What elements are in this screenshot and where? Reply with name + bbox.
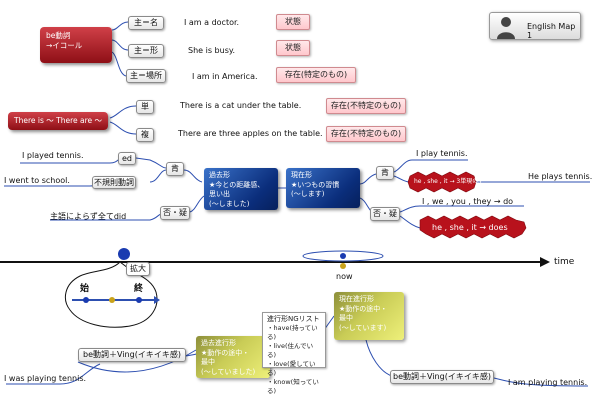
past-irregular-node[interactable]: 不規則動詞 xyxy=(92,176,136,189)
present-title: 現在形 xyxy=(291,171,312,179)
end-label: 終 xyxy=(134,284,144,294)
past-ed-node[interactable]: ed xyxy=(118,152,136,165)
present-example-2: He plays tennis. xyxy=(528,172,593,181)
ng-list-item: ・have(持っている) xyxy=(267,324,318,341)
ng-list-title: 進行形NGリスト xyxy=(267,315,320,323)
present-neg-node[interactable]: 否・疑 xyxy=(370,207,400,221)
be-sentence-2: She is busy. xyxy=(188,46,235,55)
past-tense-box[interactable]: 過去形 ★今との距離感、 思い出 (～しました) xyxy=(204,168,278,210)
zoom-label[interactable]: 拡大 xyxy=(126,262,150,276)
pres-prog-line-3: (～しています) xyxy=(339,323,387,332)
past-prog-line-3: (～していました) xyxy=(201,367,256,376)
pres-prog-formula[interactable]: be動詞＋Ving(イキイキ感) xyxy=(390,370,494,384)
ng-list-item: ・know(知っている) xyxy=(267,378,319,395)
be-tag-3: 存在(特定のもの) xyxy=(276,67,356,83)
time-label: time xyxy=(554,257,575,267)
there-is-box[interactable]: There is ～ There are ～ xyxy=(8,112,108,130)
present-does-line: he , she , it → does xyxy=(432,223,508,232)
pres-prog-line-2: 最中 xyxy=(339,314,353,322)
be-sentence-3: I am in America. xyxy=(192,72,258,81)
present-third-person: he , she , it → 3単現のs xyxy=(414,178,482,185)
there-is-label: There is ～ There are ～ xyxy=(14,116,103,125)
past-neg-node[interactable]: 否・疑 xyxy=(160,206,190,220)
present-line-2: (～します) xyxy=(291,190,325,198)
be-tag-2: 状態 xyxy=(276,40,310,56)
past-line-3: (～しました) xyxy=(209,199,250,208)
title-badge-label: English Map 1 xyxy=(527,22,576,40)
be-verb-box[interactable]: be動詞 →イコール xyxy=(40,27,112,63)
present-progressive-box[interactable]: 現在進行形 ★動作の途中・ 最中 (～しています) xyxy=(334,292,404,340)
present-do-line: I , we , you , they → do xyxy=(422,197,514,206)
be-verb-subtitle: →イコール xyxy=(46,41,83,50)
past-progressive-box[interactable]: 過去進行形 ★動作の途中・ 最中 (～していました) xyxy=(196,336,270,378)
pres-prog-line-1: ★動作の途中・ xyxy=(339,304,388,313)
past-prog-example: I was playing tennis. xyxy=(4,374,87,383)
there-tag-1: 存在(不特定のもの) xyxy=(326,98,406,114)
be-node-place[interactable]: 主＝場所 xyxy=(126,69,166,83)
present-affirm-node[interactable]: 肯 xyxy=(376,166,394,180)
past-prog-title: 過去進行形 xyxy=(201,339,236,347)
past-example-1: I played tennis. xyxy=(22,151,84,160)
title-badge: English Map 1 xyxy=(489,12,581,40)
there-sentence-2: There are three apples on the table. xyxy=(178,129,323,138)
present-tense-box[interactable]: 現在形 ★いつもの習慣 (～します) xyxy=(286,168,360,208)
pres-prog-example: I am playing tennis. xyxy=(508,378,588,387)
past-prog-line-1: ★動作の途中・ xyxy=(201,348,250,357)
there-tag-2: 存在(不特定のもの) xyxy=(326,126,406,142)
past-affirm-node[interactable]: 肯 xyxy=(166,162,184,176)
present-line-1: ★いつもの習慣 xyxy=(291,180,340,189)
pres-prog-title: 現在進行形 xyxy=(339,295,374,303)
ng-list-item: ・live(住んでいる) xyxy=(267,342,314,359)
be-verb-title: be動詞 xyxy=(46,31,71,40)
past-line-1: ★今との距離感、 xyxy=(209,180,265,189)
be-node-noun[interactable]: 主＝名 xyxy=(128,16,164,30)
past-prog-line-2: 最中 xyxy=(201,358,215,366)
there-sentence-1: There is a cat under the table. xyxy=(180,101,302,110)
start-label: 始 xyxy=(80,284,90,294)
past-did-line: 主語によらず全てdid xyxy=(50,212,127,221)
there-node-plural[interactable]: 複 xyxy=(136,128,154,142)
past-title: 過去形 xyxy=(209,171,230,179)
user-icon xyxy=(497,17,515,39)
present-example-1: I play tennis. xyxy=(416,149,468,158)
past-example-2: I went to school. xyxy=(4,176,70,185)
be-node-adj[interactable]: 主＝形 xyxy=(128,44,164,58)
be-tag-1: 状態 xyxy=(276,14,310,30)
be-sentence-1: I am a doctor. xyxy=(184,18,240,27)
now-label: now xyxy=(336,272,353,281)
ng-list-item: ・love(愛している) xyxy=(267,360,316,377)
there-node-singular[interactable]: 単 xyxy=(136,100,154,114)
past-line-2: 思い出 xyxy=(209,190,230,198)
past-prog-formula[interactable]: be動詞＋Ving(イキイキ感) xyxy=(78,348,186,362)
ng-list-box: 進行形NGリスト ・have(持っている) ・live(住んでいる) ・love… xyxy=(262,312,326,395)
